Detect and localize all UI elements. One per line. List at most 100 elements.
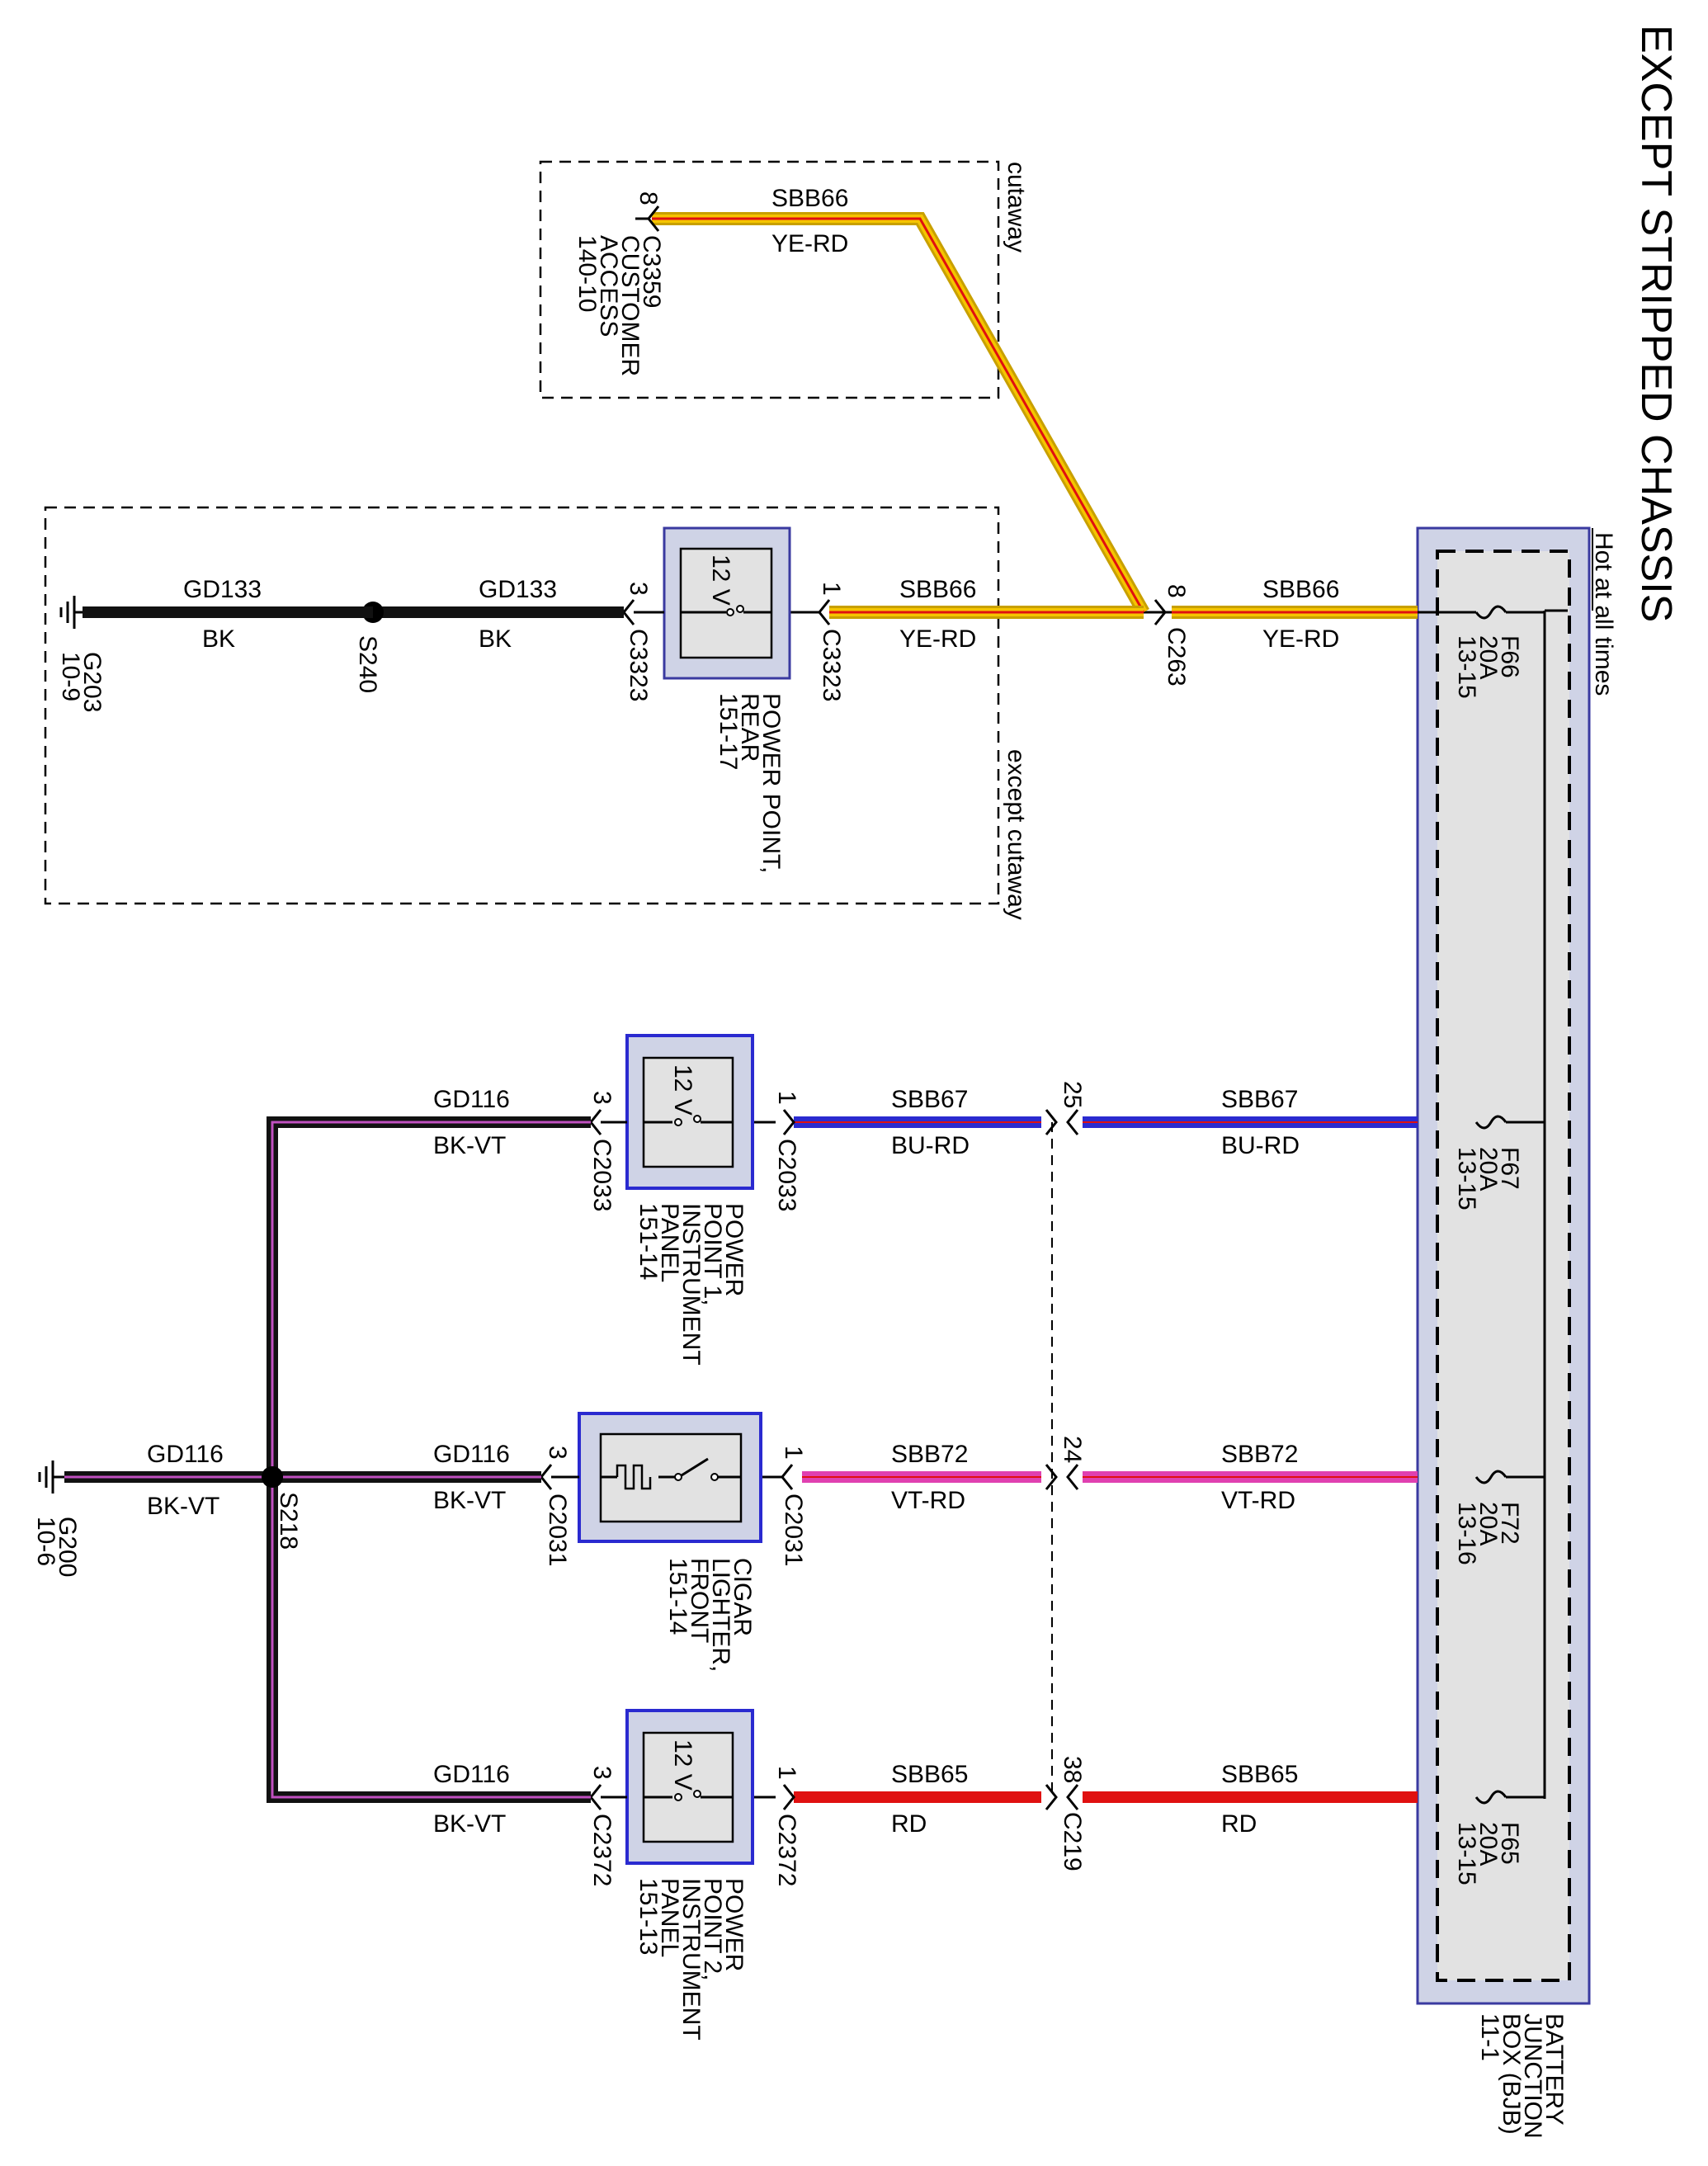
power-point-2-l3: INSTRUMENT <box>677 1878 705 2041</box>
power-point-2-voltage: 12 V <box>669 1739 696 1791</box>
connector-c2033-in-name: C2033 <box>773 1139 800 1211</box>
connector-c3323-out-pin: 3 <box>625 582 652 596</box>
power-point-rear-l2: REAR <box>736 693 763 762</box>
connector-c2033-in-pin: 1 <box>773 1091 800 1105</box>
ground-g203 <box>59 596 83 629</box>
fuse-f66: F66 20A 13-15 <box>1418 605 1545 699</box>
ground-g203-ref: 10-9 <box>57 652 84 701</box>
bjb-label-4: 11-1 <box>1476 2013 1503 2061</box>
power-point-2-l4: PANEL <box>656 1878 683 1957</box>
connector-c2031-in-pin: 1 <box>780 1446 807 1460</box>
wire-gd133-2-color: BK <box>202 625 235 653</box>
wire-sbb67-main-color: BU-RD <box>1221 1132 1300 1159</box>
wire-sbb67-branch-color: BU-RD <box>891 1132 970 1159</box>
fuse-f72-rating: 20A <box>1474 1502 1502 1545</box>
cigar-lighter-l3: FRONT <box>686 1558 713 1643</box>
bjb-label-2: JUNCTION <box>1519 2013 1546 2139</box>
connector-c263-pin: 8 <box>1163 584 1190 598</box>
customer-access-l2: ACCESS <box>595 235 622 337</box>
cutaway-label: cutaway <box>1003 162 1030 252</box>
connector-c2033-in <box>753 1109 795 1135</box>
connector-c3323-out <box>622 599 664 625</box>
wire-sbb66-main-color: YE-RD <box>1262 625 1339 653</box>
connector-c3359-name: C3359 <box>638 235 665 308</box>
wire-sbb72-branch-circuit: SBB72 <box>891 1441 968 1468</box>
connector-c2031-out-pin: 3 <box>544 1446 571 1460</box>
wire-sbb65-main-color: RD <box>1221 1810 1257 1838</box>
connector-c219-pin25 <box>1045 1109 1079 1135</box>
cigar-lighter-l1: CIGAR <box>729 1558 756 1636</box>
connector-c219-pin24 <box>1045 1464 1079 1490</box>
bjb-label-1: BATTERY <box>1541 2013 1568 2126</box>
fuse-f65-ref: 13-15 <box>1453 1822 1480 1885</box>
connector-c2033-out <box>589 1109 627 1135</box>
power-point-rear <box>663 526 791 680</box>
power-point-1-l4: PANEL <box>656 1203 683 1282</box>
connector-c2372-out <box>589 1784 627 1810</box>
bjb-label-3: BOX (BJB) <box>1498 2013 1525 2135</box>
wire-gd116-pp1-color: BK-VT <box>433 1132 506 1159</box>
connector-c219-pin25-label: 25 <box>1059 1081 1086 1108</box>
cigar-lighter-l4: 151-14 <box>664 1558 691 1635</box>
wire-gd116-pp2-circuit: GD116 <box>433 1761 510 1788</box>
wire-gd116-ground-color: BK-VT <box>147 1493 219 1520</box>
wire-gd116-pp1 <box>267 1116 591 1477</box>
wire-sbb72-branch-color: VT-RD <box>891 1487 965 1514</box>
wire-gd116-ground-circuit: GD116 <box>147 1441 224 1468</box>
wire-sbb72-main-circuit: SBB72 <box>1221 1441 1298 1468</box>
fuse-f66-ref: 13-15 <box>1453 635 1480 699</box>
connector-c3323-in-name: C3323 <box>818 629 845 701</box>
wire-gd116-pp2-color: BK-VT <box>433 1810 506 1838</box>
splice-s240-label: S240 <box>354 635 381 693</box>
wire-gd133-1-color: BK <box>479 625 512 653</box>
wire-sbb65-branch-circuit: SBB65 <box>891 1761 968 1788</box>
ground-g200-name: G200 <box>54 1517 81 1577</box>
power-point-rear-voltage: 12 V <box>707 554 734 606</box>
except-cutaway-label: except cutaway <box>1003 749 1030 920</box>
connector-c2033-out-pin: 3 <box>588 1091 616 1105</box>
power-point-2-l5: 151-13 <box>635 1878 662 1955</box>
wire-sbb65-main-circuit: SBB65 <box>1221 1761 1298 1788</box>
power-point-1-l1: POWER <box>720 1203 748 1296</box>
cigar-lighter <box>578 1412 762 1543</box>
hot-at-all-times-label: Hot at all times <box>1590 532 1617 696</box>
wire-sbb65-branch-color: RD <box>891 1810 927 1838</box>
wire-gd116-pp1-circuit: GD116 <box>433 1086 510 1113</box>
customer-access-l1: CUSTOMER <box>616 235 644 376</box>
power-point-2-l2: POINT 2, <box>699 1878 726 1980</box>
power-point-1 <box>625 1034 754 1190</box>
wire-sbb66-rear-circuit: SBB66 <box>899 576 976 603</box>
wire-sbb72-main-color: VT-RD <box>1221 1487 1295 1514</box>
wire-sbb66-cutaway <box>652 212 1149 616</box>
power-point-1-l2: POINT 1, <box>699 1203 726 1305</box>
connector-c219-name: C219 <box>1059 1812 1086 1871</box>
connector-c3323-out-name: C3323 <box>625 629 652 701</box>
fuse-f65: F65 20A 13-15 <box>1453 1790 1545 1885</box>
connector-c219-pin38-label: 38 <box>1059 1756 1086 1783</box>
fuse-f72-name: F72 <box>1496 1502 1523 1545</box>
connector-c3359-pin: 8 <box>635 191 662 205</box>
wire-sbb66-rear-color: YE-RD <box>899 625 976 653</box>
splice-s218-dot <box>262 1466 283 1488</box>
customer-access-l3: 140-10 <box>573 235 601 312</box>
power-point-1-l5: 151-14 <box>635 1203 662 1280</box>
connector-c2031-out-name: C2031 <box>544 1494 571 1566</box>
connector-c263 <box>1144 599 1172 625</box>
connector-c2031-out <box>540 1464 579 1490</box>
connector-c2031-in <box>761 1464 794 1490</box>
connector-c3323-in-pin: 1 <box>818 582 845 596</box>
power-point-rear-l3: 151-17 <box>715 693 742 770</box>
wire-sbb66-cutaway-color: YE-RD <box>771 230 848 257</box>
connector-c3359 <box>635 205 660 232</box>
wire-gd116-lighter-circuit: GD116 <box>433 1441 510 1468</box>
connector-c263-name: C263 <box>1163 627 1190 687</box>
fuse-f65-rating: 20A <box>1474 1822 1502 1866</box>
splice-s218-label: S218 <box>275 1492 302 1550</box>
power-point-1-l3: INSTRUMENT <box>677 1203 705 1366</box>
connector-c2031-in-name: C2031 <box>780 1494 807 1566</box>
ground-g200 <box>38 1461 64 1494</box>
wire-sbb66-main-circuit: SBB66 <box>1262 576 1339 603</box>
power-point-rear-l1: POWER POINT, <box>757 693 785 873</box>
wire-sbb67-main-circuit: SBB67 <box>1221 1086 1298 1113</box>
